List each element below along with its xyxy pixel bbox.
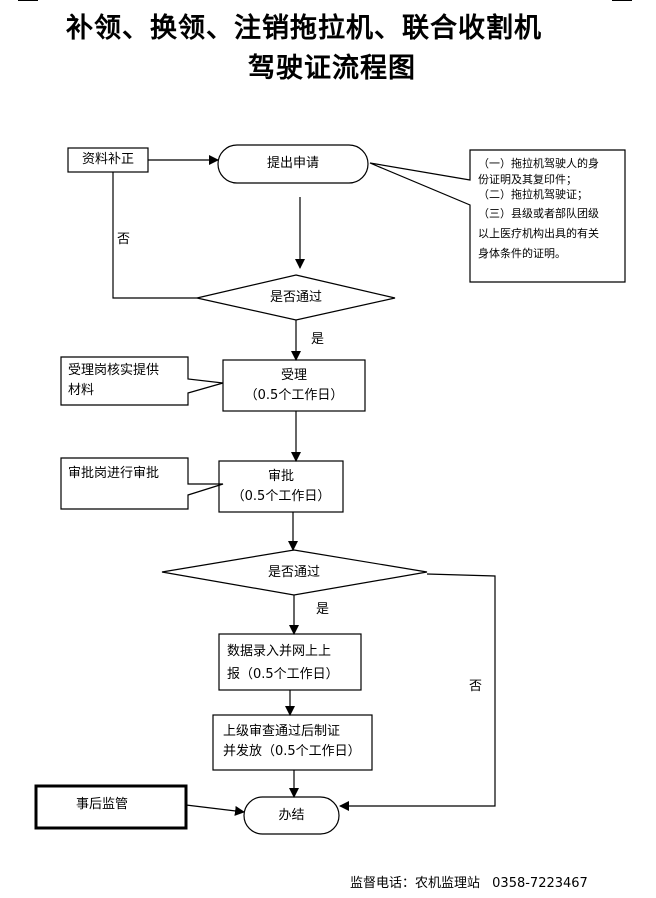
apply-label: 提出申请 [266, 156, 319, 171]
supervision-label: 事后监管 [76, 797, 129, 812]
edge-no-right: 否 [469, 679, 483, 694]
approve-time: （0.5个工作日） [231, 489, 331, 504]
requirements-line-1: （一）拖拉机驾驶人的身 [478, 157, 599, 170]
edge-no-left: 否 [117, 232, 131, 247]
requirements-line-6: 身体条件的证明。 [478, 247, 566, 260]
accept-label: 受理 [280, 368, 307, 383]
edge-yes-1: 是 [311, 332, 325, 347]
arrow-check2-no-to-done [339, 573, 496, 811]
supplement-label: 资料补正 [81, 152, 134, 167]
accept-post-callout [60, 356, 224, 406]
approve-box [218, 460, 344, 513]
accept-post-line-1: 受理岗核实提供 [68, 363, 160, 378]
data-entry-line-1: 数据录入并网上上 [227, 644, 332, 659]
check2-label: 是否通过 [267, 565, 320, 580]
accept-post-line-2: 材料 [68, 383, 95, 398]
requirements-line-4: （三）县级或者部队团级 [478, 207, 599, 220]
supervision-box [34, 784, 188, 830]
superior-line-1: 上级审查通过后制证 [223, 724, 341, 739]
footer-label: 监督电话：农机监理站 [350, 876, 481, 891]
top-edge-line-left [18, 0, 38, 1]
requirements-line-3: （二）拖拉机驾驶证； [478, 188, 588, 201]
check1-label: 是否通过 [269, 290, 322, 305]
title-line-2: 驾驶证流程图 [248, 53, 416, 84]
approve-post-label: 审批岗进行审批 [68, 466, 160, 481]
footer: 监督电话：农机监理站 0358-7223467 [350, 872, 596, 891]
top-edge-line-right [612, 0, 632, 1]
footer-phone: 0358-7223467 [492, 876, 588, 891]
requirements-line-5: 以上医疗机构出具的有关 [478, 227, 599, 240]
superior-line-2: 并发放（0.5个工作日） [223, 744, 361, 759]
requirements-callout [369, 149, 626, 283]
title-line-1: 补领、换领、注销拖拉机、联合收割机 [66, 13, 542, 44]
line-check1-no-to-supplement [112, 172, 197, 299]
edge-yes-2: 是 [316, 602, 330, 617]
done-label: 办结 [278, 808, 305, 823]
approve-post-callout [60, 457, 224, 510]
requirements-line-2: 份证明及其复印件； [478, 173, 577, 186]
arrow-supervision-to-done [185, 804, 245, 816]
approve-label: 审批 [267, 469, 294, 484]
data-entry-line-2: 报（0.5个工作日） [227, 667, 339, 682]
accept-time: （0.5个工作日） [244, 388, 344, 403]
